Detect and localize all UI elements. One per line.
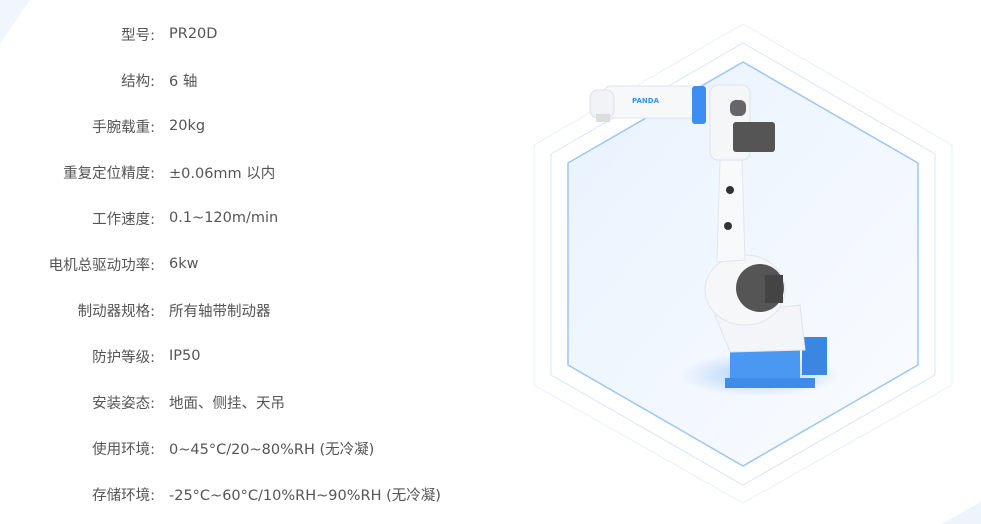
spec-row: 工作速度: 0.1~120m/min (0, 195, 520, 241)
spec-label: 重复定位精度: (63, 165, 155, 182)
hexagon-outer (533, 23, 953, 504)
hexagon-middle (550, 42, 936, 486)
spec-value: ±0.06mm 以内 (169, 165, 276, 182)
spec-label: 电机总驱动功率: (48, 257, 155, 274)
spec-label: 安装姿态: (92, 395, 155, 412)
decor-corner-top-left (0, 0, 30, 44)
spec-row: 使用环境: 0~45°C/20~80%RH (无冷凝) (0, 425, 520, 471)
spec-label: 工作速度: (92, 211, 155, 228)
spec-row: 制动器规格: 所有轴带制动器 (0, 287, 520, 333)
spec-label: 使用环境: (92, 441, 155, 458)
spec-label: 防护等级: (92, 349, 155, 366)
spec-value: PR20D (169, 26, 218, 42)
spec-label: 存储环境: (92, 487, 155, 504)
spec-row: 手腕载重: 20kg (0, 103, 520, 149)
spec-row: 防护等级: IP50 (0, 333, 520, 379)
spec-value: IP50 (169, 348, 201, 364)
spec-row: 结构: 6 轴 (0, 57, 520, 103)
spec-value: 0~45°C/20~80%RH (无冷凝) (169, 441, 375, 458)
spec-label: 结构: (121, 73, 155, 90)
spec-value: 6 轴 (169, 73, 198, 90)
spec-label: 制动器规格: (77, 303, 155, 320)
spec-label: 手腕载重: (92, 119, 155, 136)
spec-row: 安装姿态: 地面、侧挂、天吊 (0, 379, 520, 425)
robot-product-image: PANDA (533, 23, 953, 504)
robot-arm: PANDA (589, 84, 827, 388)
spec-row: 电机总驱动功率: 6kw (0, 241, 520, 287)
spec-row: 型号: PR20D (0, 11, 520, 57)
spec-label: 型号: (121, 27, 155, 44)
spec-value: 20kg (169, 118, 206, 134)
decor-corner-bottom-right (941, 502, 981, 524)
spec-row: 重复定位精度: ±0.06mm 以内 (0, 149, 520, 195)
spec-value: 0.1~120m/min (169, 210, 279, 226)
spec-value: 地面、侧挂、天吊 (169, 395, 285, 412)
spec-value: -25°C~60°C/10%RH~90%RH (无冷凝) (169, 487, 441, 504)
spec-row: 存储环境: -25°C~60°C/10%RH~90%RH (无冷凝) (0, 471, 520, 517)
spec-value: 所有轴带制动器 (169, 303, 271, 320)
brand-logo: PANDA (632, 97, 660, 105)
spec-value: 6kw (169, 256, 199, 272)
